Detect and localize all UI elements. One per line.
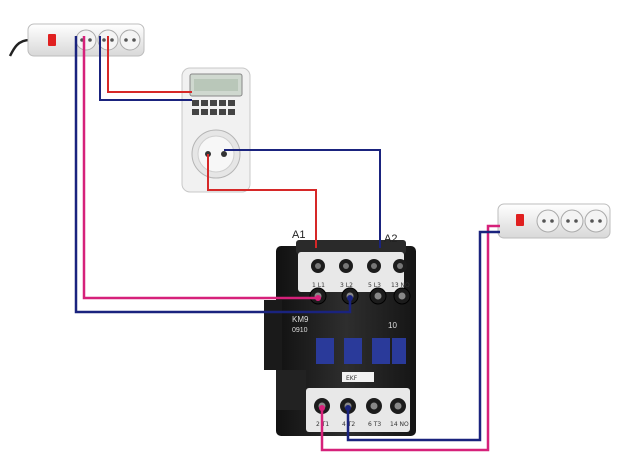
top-screws (311, 259, 407, 273)
brand-label: EKF (346, 375, 358, 382)
wire-neutral-to-timer (99, 36, 192, 101)
wire-t2-to-output (346, 230, 500, 442)
contactor-code: 0910 (292, 327, 308, 334)
power-strip-output (497, 203, 611, 239)
contactor-model: KM9 (292, 315, 309, 324)
contactor: 1 L1 3 L2 5 L3 13 NO KM9 0910 10 EKF (264, 240, 416, 436)
socket-icon (584, 209, 608, 233)
bottom-terminal-label: 14 NO (390, 421, 409, 428)
wire-end-marker (347, 295, 353, 301)
label-a2: A2 (384, 233, 397, 245)
label-a1: A1 (292, 229, 305, 241)
power-cable (8, 38, 31, 57)
timer-outlet-icon (191, 129, 241, 179)
top-terminal-label: 3 L2 (340, 282, 353, 289)
top-terminal-label: 5 L3 (368, 282, 381, 289)
wire-end-marker (345, 405, 351, 411)
bottom-screws (314, 398, 406, 414)
timer-socket (181, 67, 251, 193)
contactor-side-mount (276, 370, 306, 410)
wire-neutral-to-l2 (74, 36, 352, 314)
wire-t1-to-output (320, 224, 500, 452)
wire-phase-to-timer (107, 36, 192, 93)
socket-icon (119, 29, 141, 51)
power-switch-icon (516, 214, 524, 226)
contactor-windows (316, 338, 406, 364)
socket-icon (75, 29, 97, 51)
wire-end-marker (319, 405, 325, 411)
wire-end-marker (315, 295, 321, 301)
brand-plate (342, 372, 374, 382)
socket-icon (560, 209, 584, 233)
top-shelf (296, 240, 406, 254)
top-terminal-label: 1 L1 (312, 282, 325, 289)
bottom-terminal-label: 6 T3 (368, 421, 381, 428)
wire-phase-to-l1 (82, 36, 318, 300)
bottom-terminal-block (306, 388, 410, 432)
power-switch-icon (48, 34, 56, 46)
contactor-aux: 10 (388, 321, 397, 330)
power-strip-input (8, 23, 145, 57)
contactor-side-rail (264, 300, 282, 370)
wire-timer-to-a2 (224, 149, 381, 248)
wire-timer-to-a1 (207, 154, 317, 248)
socket-icon (536, 209, 560, 233)
timer-buttons (192, 100, 235, 115)
timer-display-screen (194, 79, 238, 91)
top-terminal-label: 13 NO (391, 282, 410, 289)
